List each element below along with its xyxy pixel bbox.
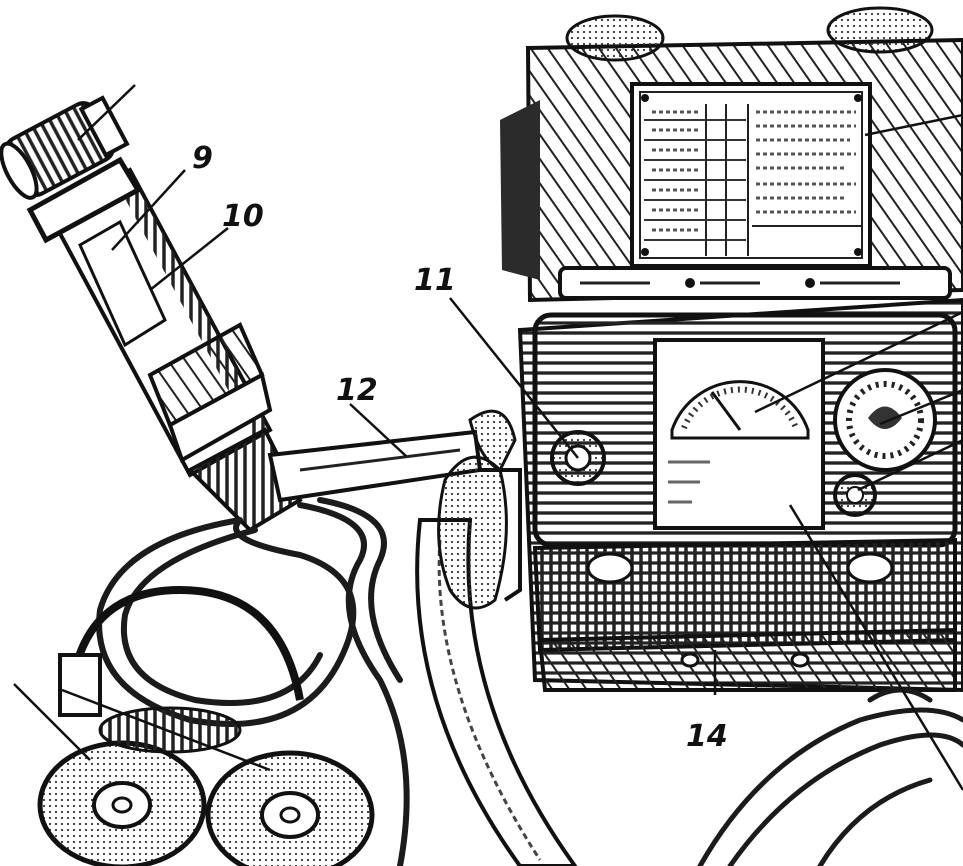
instruction-plate [630, 82, 872, 268]
strap-right [697, 687, 963, 866]
leader-lines [13, 84, 963, 791]
callout-12: 12 [336, 373, 378, 408]
earpiece-right [205, 750, 375, 866]
callout-10: 10 [222, 199, 264, 234]
cable [96, 497, 410, 866]
earpiece-left [37, 740, 207, 866]
callout-9: 9 [192, 141, 213, 176]
meter-window [653, 338, 825, 530]
range-dial [833, 368, 937, 472]
callout-11: 11 [414, 263, 456, 298]
headphones [37, 585, 375, 866]
small-knob [833, 473, 877, 517]
shoulder-strap [415, 455, 578, 866]
callout-14: 14 [686, 719, 728, 754]
probe [0, 95, 303, 533]
case-body [517, 297, 963, 693]
case-lid [500, 6, 963, 303]
